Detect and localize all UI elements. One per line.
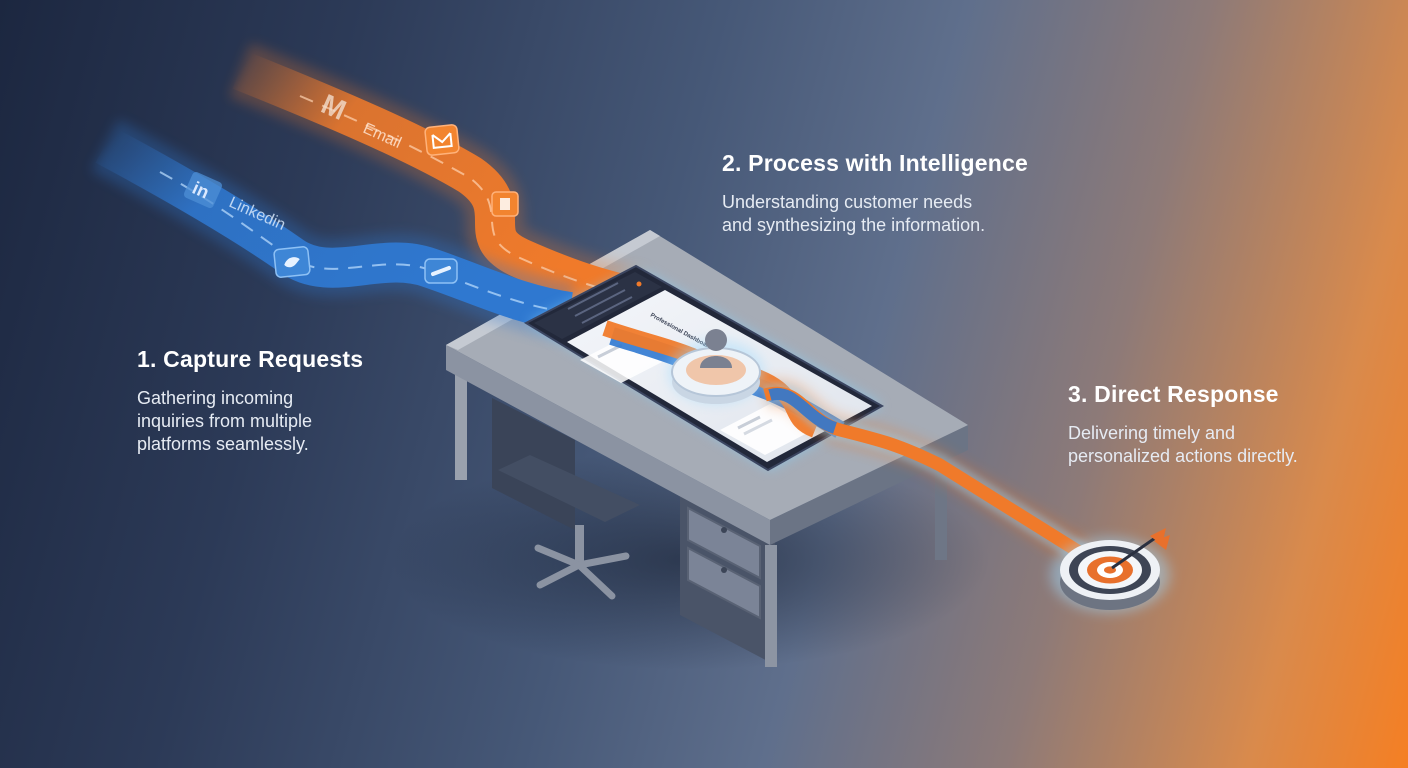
step-capture-requests: 1. Capture Requests Gathering incoming i… (137, 346, 437, 456)
drawer-knob (721, 567, 727, 573)
step-description: Delivering timely and personalized actio… (1068, 422, 1368, 468)
step-description-line: Understanding customer needs (722, 192, 973, 212)
step-title: 2. Process with Intelligence (722, 150, 1028, 176)
step-description-line: Delivering timely and (1068, 423, 1236, 443)
desk-drawer-bottom (687, 546, 761, 620)
step-description: Gathering incoming inquiries from multip… (137, 387, 437, 456)
desk-leg-left (455, 362, 467, 480)
target-icon (1050, 537, 1170, 613)
step-description-line: Gathering incoming (137, 388, 294, 408)
tablet-sidebar (534, 272, 662, 339)
desk-leg-front (765, 545, 777, 667)
step-description-line: inquiries from multiple (137, 411, 313, 431)
bird-icon (273, 246, 311, 278)
response-stream (760, 378, 1108, 578)
user-avatar-icon (668, 329, 764, 404)
step-description-line: platforms seamlessly. (137, 434, 309, 454)
linkedin-logo-icon: in (183, 171, 223, 209)
desk-drawer-top (687, 506, 761, 580)
step-description-line: personalized actions directly. (1068, 446, 1298, 466)
drawer-knob (721, 527, 727, 533)
step-description: Understanding customer needs and synthes… (722, 191, 1082, 237)
chat-icon (424, 258, 458, 284)
envelope-icon (424, 124, 460, 156)
arrow-icon (1111, 528, 1170, 570)
office-chair (492, 398, 640, 600)
step-process-intelligence: 2. Process with Intelligence Understandi… (722, 150, 1082, 237)
document-icon (491, 191, 519, 217)
step-description-line: and synthesizing the information. (722, 215, 986, 235)
step-direct-response: 3. Direct Response Delivering timely and… (1068, 381, 1368, 468)
step-title: 3. Direct Response (1068, 381, 1279, 407)
step-title: 1. Capture Requests (137, 346, 364, 372)
linkedin-logo-text: in (189, 178, 212, 203)
desk-edge-left (446, 345, 770, 545)
